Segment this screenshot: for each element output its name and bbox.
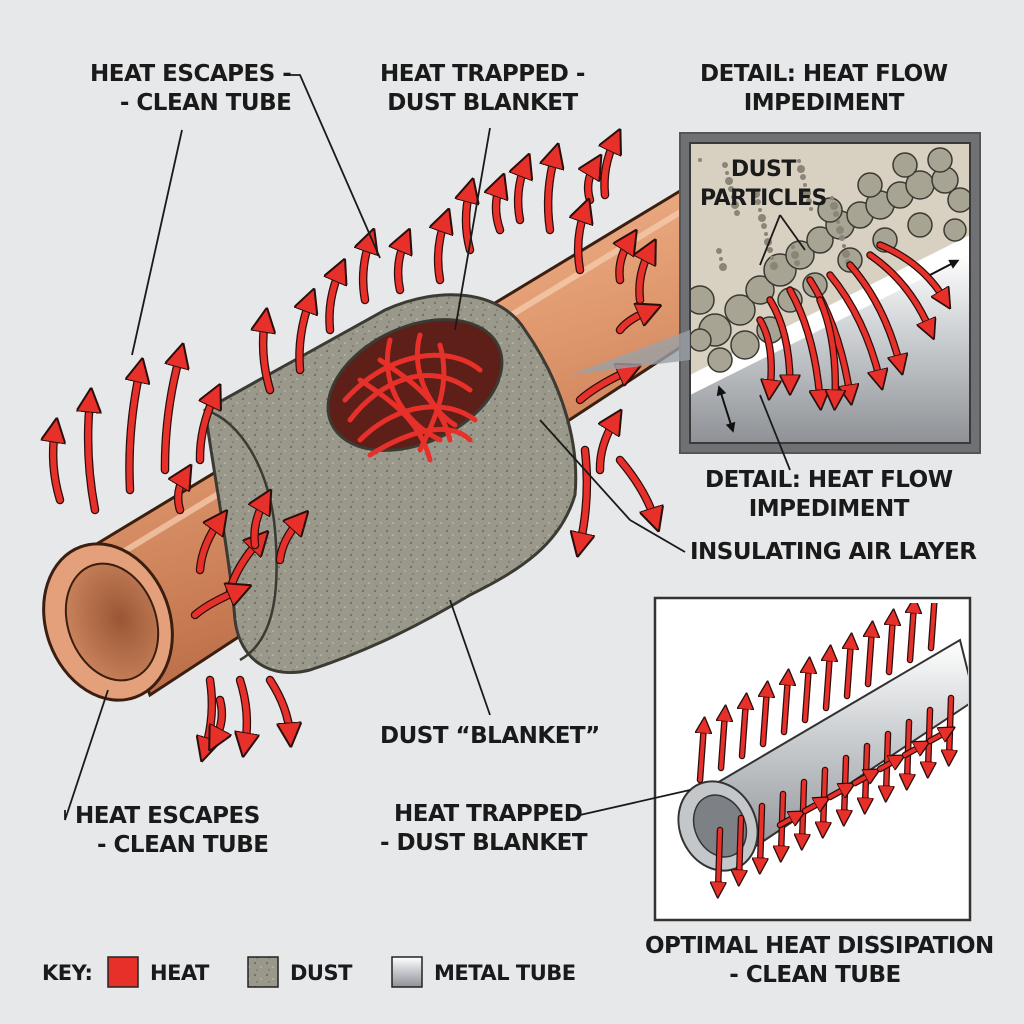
detail-callout-wedge bbox=[570, 330, 690, 375]
heat-arrow bbox=[197, 520, 220, 573]
label-heat-escapes-bottom: HEAT ESCAPES - CLEAN TUBE bbox=[75, 803, 269, 858]
key-metal-swatch bbox=[391, 956, 423, 988]
heat-arrow bbox=[767, 297, 790, 385]
heat-arrow bbox=[639, 250, 650, 303]
key-swatches bbox=[107, 956, 423, 988]
heat-arrow bbox=[254, 500, 265, 548]
heat-arrow bbox=[700, 725, 704, 782]
heat-arrow bbox=[817, 297, 835, 400]
heat-arrow bbox=[604, 140, 615, 198]
heat-arrow bbox=[518, 165, 525, 223]
label-insulating-air-layer: INSULATING AIR LAYER bbox=[690, 539, 977, 565]
heat-arrow bbox=[53, 430, 60, 503]
label-detail-title-top: DETAIL: HEAT FLOW IMPEDIMENT bbox=[700, 61, 948, 116]
heat-arrow bbox=[739, 816, 741, 878]
heat-arrow bbox=[619, 240, 630, 283]
heat-arrow bbox=[877, 242, 945, 300]
heat-arrow bbox=[178, 475, 185, 513]
heat-arrow bbox=[267, 677, 290, 735]
heat-arrow bbox=[949, 696, 951, 758]
heat-arrow bbox=[757, 317, 771, 390]
heat-arrow bbox=[847, 262, 900, 365]
heat-arrow bbox=[548, 155, 555, 233]
heat-arrow bbox=[215, 697, 222, 740]
leader-lines bbox=[64, 74, 806, 821]
heat-arrow bbox=[721, 713, 725, 770]
label-heat-trapped-bottom: HEAT TRAPPED - DUST BLANKET bbox=[380, 801, 588, 856]
heat-arrow bbox=[196, 395, 215, 463]
heat-arrow bbox=[192, 590, 240, 618]
label-dust-particles: DUST PARTICLES bbox=[700, 157, 827, 211]
heat-arrows-detail bbox=[756, 241, 945, 400]
heat-arrow bbox=[718, 828, 720, 890]
heat-arrow bbox=[438, 220, 445, 283]
air-layer-arrows bbox=[716, 259, 960, 433]
label-dust-blanket: DUST “BLANKET” bbox=[380, 723, 600, 749]
key-dust-swatch bbox=[247, 956, 279, 988]
heat-arrow bbox=[826, 653, 830, 710]
label-heat-trapped-top: HEAT TRAPPED - DUST BLANKET bbox=[380, 61, 585, 116]
heat-arrow bbox=[903, 745, 923, 757]
heat-arrow bbox=[742, 701, 746, 758]
heat-arrow bbox=[878, 759, 898, 771]
key-label-heat: HEAT bbox=[150, 961, 209, 985]
optimal-panel bbox=[653, 596, 972, 922]
heat-arrow bbox=[617, 457, 655, 520]
heat-arrow bbox=[596, 420, 615, 473]
heat-arrow bbox=[910, 603, 914, 662]
label-detail-title-bottom: DETAIL: HEAT FLOW IMPEDIMENT bbox=[705, 467, 953, 522]
heat-arrow bbox=[787, 287, 820, 400]
key-heat-swatch bbox=[107, 956, 139, 988]
heat-arrow bbox=[803, 801, 823, 813]
heat-arrow bbox=[828, 787, 848, 799]
key-label-dust: DUST bbox=[290, 961, 352, 985]
heat-arrow bbox=[496, 185, 500, 233]
heat-arrows-optimal bbox=[700, 603, 951, 890]
heat-arrow bbox=[129, 370, 140, 493]
heat-arrow bbox=[329, 270, 340, 333]
heat-arrow bbox=[299, 300, 310, 373]
heat-arrow bbox=[760, 804, 762, 866]
heat-arrow bbox=[784, 677, 788, 734]
heat-arrow bbox=[577, 370, 630, 403]
heat-arrow bbox=[778, 815, 798, 827]
trapped-heat-swirl bbox=[342, 332, 483, 463]
heat-arrow bbox=[161, 355, 180, 473]
heat-arrow bbox=[853, 773, 873, 785]
heat-arrow bbox=[763, 689, 767, 746]
heat-arrow bbox=[580, 447, 587, 545]
heat-arrow bbox=[868, 629, 872, 686]
label-optimal-heat-dissipation: OPTIMAL HEAT DISSIPATION - CLEAN TUBE bbox=[645, 933, 994, 988]
heat-arrow bbox=[263, 320, 270, 393]
heat-arrow bbox=[847, 641, 851, 698]
heat-arrow bbox=[805, 665, 809, 722]
heat-arrow bbox=[205, 677, 212, 750]
key-title: KEY: bbox=[42, 961, 93, 985]
heat-arrow bbox=[88, 400, 95, 513]
label-heat-escapes-top: HEAT ESCAPES - - CLEAN TUBE bbox=[90, 61, 292, 116]
heat-arrow bbox=[867, 252, 930, 330]
heat-arrow bbox=[363, 240, 370, 303]
heat-arrow bbox=[889, 617, 893, 674]
heat-arrow bbox=[928, 731, 948, 743]
key-label-metal-tube: METAL TUBE bbox=[434, 961, 576, 985]
heat-arrow bbox=[929, 603, 937, 650]
heat-arrow bbox=[240, 677, 247, 745]
heat-arrow bbox=[827, 272, 880, 380]
heat-arrow bbox=[578, 210, 585, 273]
heat-arrow bbox=[277, 520, 300, 563]
heat-arrow bbox=[617, 310, 650, 333]
heat-arrow bbox=[807, 277, 850, 395]
heat-arrow bbox=[398, 240, 405, 293]
